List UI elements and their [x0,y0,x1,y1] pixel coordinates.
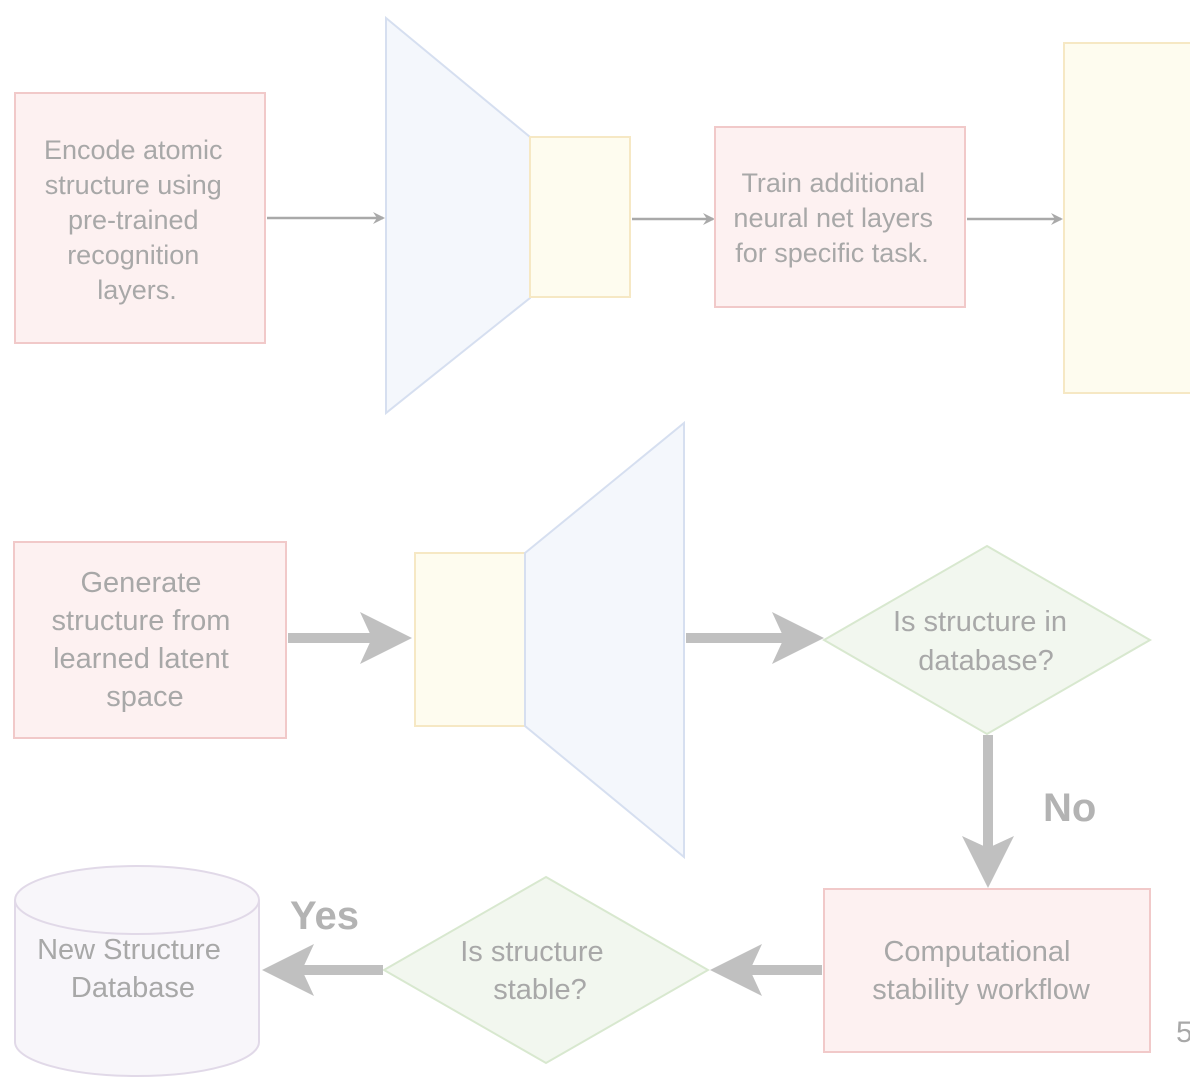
latent-vector-bottom [414,552,526,727]
decision-in-database: Is structure in database? [821,544,1153,736]
encode-box-line-3: pre-trained [68,205,199,235]
encode-box-line-2: structure using [45,170,222,200]
output-block [1063,42,1190,394]
svg-text:Train additional neura: Train additional neural net layers for s… [733,168,940,268]
page-number: 5 [1176,1016,1190,1049]
decision-database-line-1: Is structure in [893,606,1067,638]
arrow-generate-to-latent [288,612,412,664]
arrow-decision-to-workflow [962,735,1014,888]
encode-box-line-1: Encode atomic [44,135,223,165]
encode-box-line-5: layers. [97,275,177,305]
database-line-1: New Structure [37,934,221,966]
stability-workflow-box: Computational stability workflow [823,888,1151,1053]
arrow-decoder-to-decision [686,612,824,664]
yes-label: Yes [290,894,359,938]
train-box-line-1: Train additional [741,168,925,198]
encode-box-line-4: recognition [67,240,199,270]
svg-text:Is structure stable?: Is structure stable? [460,936,612,1006]
train-box-line-3: for specific task. [735,238,929,268]
svg-text:Is structure in databa: Is structure in database? [893,606,1075,677]
decision-stable: Is structure stable? [381,875,711,1065]
svg-text:New Structure Database: New Structure Database [37,934,229,1004]
decision-database-line-2: database? [918,645,1053,677]
generate-box-line-1: Generate [81,567,202,599]
database-line-2: Database [71,972,195,1004]
decision-stable-line-2: stable? [493,974,587,1006]
encode-structure-box: Encode atomic structure using pre-traine… [14,92,266,344]
latent-vector-top [529,136,631,298]
svg-text:Encode atomic structur: Encode atomic structure using pre-traine… [44,135,230,305]
top-flow: Encode atomic structure using pre-traine… [14,15,1190,416]
decoder-network-shape [524,420,685,860]
generate-box-line-2: structure from [52,605,231,637]
no-label: No [1043,786,1096,830]
decision-stable-line-1: Is structure [460,936,603,968]
bottom-flow: Generate structure from learned latent s… [13,420,1153,1077]
database-cylinder-icon: New Structure Database [14,865,260,1077]
generate-structure-box: Generate structure from learned latent s… [13,541,287,739]
train-layers-box: Train additional neural net layers for s… [714,126,966,308]
encoder-network-shape [385,15,531,416]
svg-text:Generate structure fro: Generate structure from learned latent s… [52,567,239,713]
workflow-box-line-2: stability workflow [872,974,1091,1006]
generate-box-line-3: learned latent [53,643,229,675]
generate-box-line-4: space [106,681,183,713]
arrow-stable-to-database [262,944,383,996]
svg-text:Computational stabilit: Computational stability workflow [872,936,1091,1006]
arrow-workflow-to-stable [710,944,822,996]
train-box-line-2: neural net layers [733,203,933,233]
workflow-box-line-1: Computational [883,936,1070,968]
